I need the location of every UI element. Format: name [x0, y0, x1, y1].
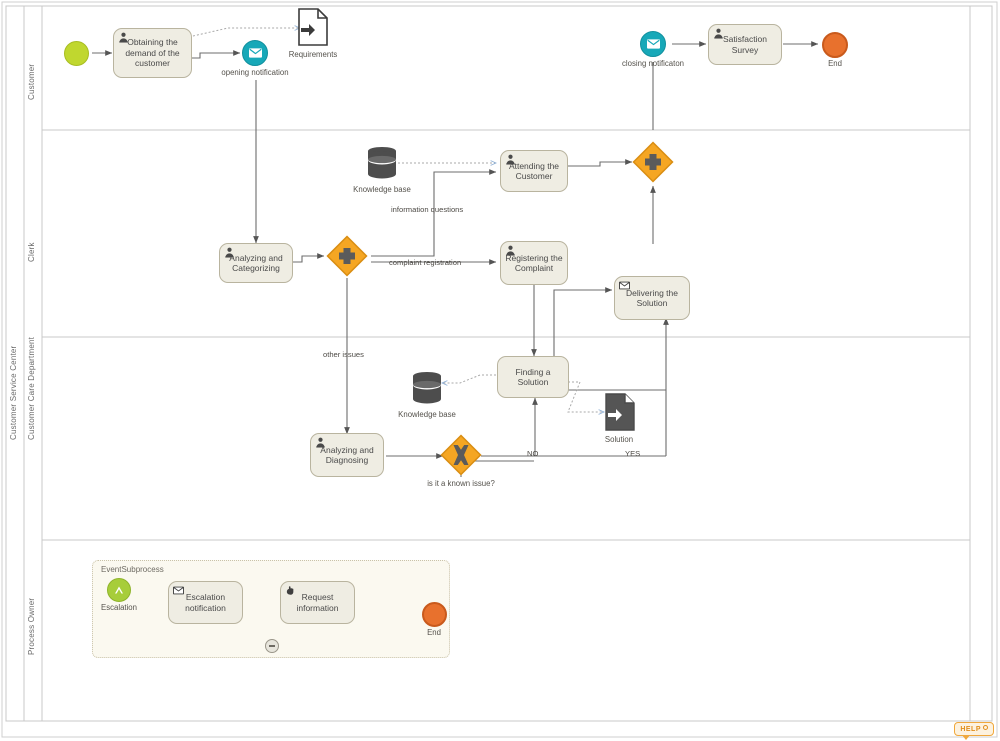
user-icon	[316, 437, 325, 448]
chevron-up-icon	[115, 586, 123, 594]
task-label: Attending the Customer	[508, 160, 560, 182]
label-requirements: Requirements	[288, 50, 338, 59]
task-label: Analyzing and Categorizing	[229, 252, 283, 274]
data-store-knowledge-base-clerk[interactable]	[365, 146, 399, 180]
event-subprocess-label: EventSubprocess	[101, 565, 164, 574]
task-label: Delivering the Solution	[626, 287, 678, 309]
task-label: Request information	[296, 592, 339, 613]
task-satisfaction-survey[interactable]: Satisfaction Survey	[708, 24, 782, 65]
help-badge[interactable]: HELP	[954, 722, 994, 740]
envelope-icon	[173, 586, 184, 595]
hand-icon	[286, 586, 294, 595]
envelope-icon	[646, 39, 660, 49]
task-label: Escalation notification	[185, 592, 226, 613]
user-icon	[714, 28, 723, 39]
task-label: Analyzing and Diagnosing	[320, 444, 374, 466]
gateway-parallel-join[interactable]	[632, 141, 674, 183]
task-attending-customer[interactable]: Attending the Customer	[500, 150, 568, 192]
help-badge-label: HELP	[960, 726, 981, 733]
envelope-icon	[619, 281, 630, 290]
database-icon	[368, 147, 396, 179]
document-icon	[298, 8, 328, 46]
label-knowledge-base-care: Knowledge base	[398, 410, 456, 419]
task-label: Finding a Solution	[515, 366, 551, 388]
lane-label-owner: Process Owner	[27, 597, 36, 655]
message-event-closing-notification[interactable]	[640, 31, 666, 57]
data-store-knowledge-base-care[interactable]	[410, 371, 444, 405]
data-object-requirements[interactable]	[298, 8, 328, 46]
task-analyzing-categorizing[interactable]: Analyzing and Categorizing	[219, 243, 293, 283]
flow-label-yes: YES	[625, 449, 641, 458]
lane-label-care: Customer Care Department	[27, 336, 36, 440]
flow-label-no: NO	[527, 449, 539, 458]
end-event-owner[interactable]	[422, 602, 447, 627]
task-obtaining-demand[interactable]: Obtaining the demand of the customer	[113, 28, 192, 78]
label-opening-notification: opening notification	[221, 68, 289, 77]
flow-label-information-questions: information questions	[391, 205, 464, 214]
escalation-start-event[interactable]	[107, 578, 131, 602]
label-solution: Solution	[604, 435, 634, 444]
data-object-solution[interactable]	[605, 393, 635, 431]
event-subprocess[interactable]: EventSubprocess	[92, 560, 450, 658]
message-event-opening-notification[interactable]	[242, 40, 268, 66]
task-registering-complaint[interactable]: Registering the Complaint	[500, 241, 568, 285]
flow-label-other-issues: other issues	[323, 350, 364, 359]
envelope-icon	[248, 48, 262, 58]
task-delivering-solution[interactable]: Delivering the Solution	[614, 276, 690, 320]
gateway-parallel-split[interactable]	[326, 235, 368, 277]
user-icon	[225, 247, 234, 258]
lane-label-clerk: Clerk	[27, 242, 36, 262]
document-icon	[605, 393, 635, 431]
label-end-owner: End	[427, 628, 441, 637]
label-end-customer: End	[828, 59, 842, 68]
task-escalation-notification[interactable]: Escalation notification	[168, 581, 243, 624]
task-analyzing-diagnosing[interactable]: Analyzing and Diagnosing	[310, 433, 384, 477]
end-event-customer[interactable]	[822, 32, 848, 58]
help-dot-icon	[983, 725, 988, 730]
label-gateway-known-issue: is it a known issue?	[427, 479, 495, 488]
flow-label-complaint-registration: complaint registration	[389, 258, 462, 267]
x-icon	[453, 445, 469, 465]
user-icon	[506, 154, 515, 165]
collapse-icon[interactable]	[265, 639, 279, 653]
user-icon	[506, 245, 515, 256]
plus-icon	[645, 154, 661, 170]
label-knowledge-base-clerk: Knowledge base	[353, 185, 411, 194]
task-finding-solution[interactable]: Finding a Solution	[497, 356, 569, 398]
task-label: Obtaining the demand of the customer	[125, 37, 180, 69]
lane-label-customer: Customer	[27, 63, 36, 100]
pool-label: Customer Service Center	[9, 345, 18, 440]
label-escalation: Escalation	[101, 603, 137, 612]
plus-icon	[339, 248, 355, 264]
task-label: Registering the Complaint	[505, 252, 563, 274]
task-request-information[interactable]: Request information	[280, 581, 355, 624]
task-label: Satisfaction Survey	[723, 34, 767, 55]
label-closing-notification: closing notificaton	[622, 59, 684, 68]
gateway-exclusive-known-issue[interactable]	[440, 434, 482, 476]
database-icon	[413, 372, 441, 404]
user-icon	[119, 32, 128, 43]
start-event[interactable]	[64, 41, 89, 66]
